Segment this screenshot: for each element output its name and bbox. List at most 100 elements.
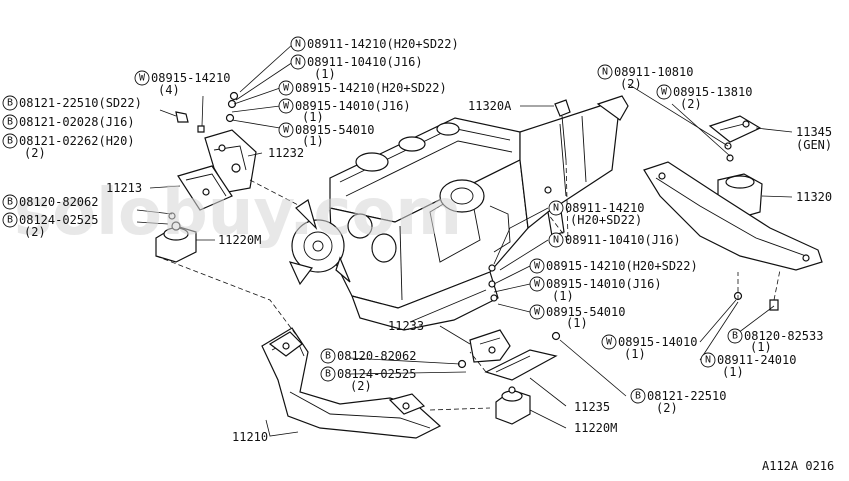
callout-08121-02028-j16: 08121-02028(J16) [19,115,135,129]
badge-c5: W [278,98,294,114]
svg-text:N: N [295,57,301,68]
watermark-text: solobuy.com [14,176,462,250]
callout-08120-82062-lower: 08120-82062 [337,349,416,363]
badge-c1: N [290,36,306,52]
callout-08120-82062: 08120-82062 [19,195,98,209]
callout-qty: (1) [722,365,744,379]
badge-c21: N [548,232,564,248]
badge-c32: B [630,388,646,404]
svg-text:B: B [325,369,331,380]
callout-08121-02262-h20: 08121-02262(H20) [19,134,135,148]
callout-08911-14210: 08911-14210 [565,201,644,215]
callout-qty: (1) [314,67,336,81]
callout-11345: 11345 [796,125,832,139]
svg-text:W: W [534,279,541,290]
badge-c8: B [2,114,18,130]
svg-text:W: W [534,261,541,272]
svg-text:N: N [553,235,559,246]
callout-11210: 11210 [232,430,268,444]
callout-11320a: 11320A [468,99,512,113]
callout-qty: (2) [656,401,678,415]
badge-c16: N [597,64,613,80]
svg-text:B: B [635,391,641,402]
center-hardware [457,186,561,369]
svg-text:W: W [139,73,146,84]
callout-08915-14010-j16: 08915-14010(J16) [295,99,411,113]
callout-qty: (1) [302,110,324,124]
badge-c17: W [656,84,672,100]
svg-text:W: W [283,125,290,136]
callout-08121-22510: 08121-22510 [647,389,726,403]
callout-11220m-lower: 11220M [574,421,617,435]
rear-hardware [724,142,779,311]
diagram-code: A112A 0216 [762,459,834,473]
svg-text:N: N [295,39,301,50]
svg-text:B: B [7,117,13,128]
callout-08915-14210: 08915-14210 [151,71,230,85]
badge-c12: B [2,194,18,210]
left-hardware [168,91,239,220]
left-mount-bracket-11232 [204,129,257,193]
badge-c13: B [2,212,18,228]
callout-11320: 11320 [796,190,832,204]
badge-c22: W [529,258,545,274]
badge-c7: B [2,95,18,111]
front-crossmember-11210 [261,327,442,439]
callout-08915-14010: 08915-14010 [618,335,697,349]
center-bracket-11233 [469,329,511,363]
badge-c20: N [548,200,564,216]
leader-lines [136,43,793,437]
svg-text:B: B [7,136,13,147]
callout-08911-10410-j16: 08911-10410(J16) [307,55,423,69]
callout-08120-82533: 08120-82533 [744,329,823,343]
callout-gen: (GEN) [796,138,832,152]
callout-08911-14210-h20-sd22: 08911-14210(H20+SD22) [307,37,459,51]
callout-h20-sd22: (H20+SD22) [570,213,642,227]
callout-08124-02525: 08124-02525 [19,213,98,227]
rear-crossmember [643,161,823,271]
callout-qty: (2) [620,77,642,91]
left-mount-plate-11213 [177,165,233,211]
badge-c30: B [320,366,336,382]
engine-assembly [288,95,629,331]
badge-c27: N [700,352,716,368]
callout-08915-14210-h20-sd22-center: 08915-14210(H20+SD22) [546,259,698,273]
svg-text:W: W [661,87,668,98]
badge-c24: W [529,304,545,320]
badge-c29: B [320,348,336,364]
callout-11220m-left: 11220M [218,233,261,247]
callout-08915-14010-j16-center: 08915-14010(J16) [546,277,662,291]
badge-c25: W [601,334,617,350]
callout-11213: 11213 [106,181,142,195]
callout-08121-22510-sd22: 08121-22510(SD22) [19,96,142,110]
callout-08911-10410-j16-center: 08911-10410(J16) [565,233,681,247]
callout-qty: (1) [552,289,574,303]
callout-08915-13810: 08915-13810 [673,85,752,99]
callout-qty: (2) [24,225,46,239]
badge-c23: W [529,276,545,292]
svg-text:W: W [283,83,290,94]
badge-c26: B [727,328,743,344]
svg-text:B: B [7,197,13,208]
callout-qty: (1) [302,134,324,148]
callout-qty: (2) [680,97,702,111]
callout-qty: (2) [350,379,372,393]
callout-qty: (4) [158,83,180,97]
svg-text:W: W [606,337,613,348]
center-plate-11235 [484,349,558,381]
svg-text:W: W [534,307,541,318]
callout-qty: (1) [750,340,772,354]
svg-text:W: W [283,101,290,112]
center-insulator-11220m [495,386,531,425]
callout-qty: (1) [624,347,646,361]
badge-c9: B [2,133,18,149]
callout-08915-54010: 08915-54010 [295,123,374,137]
callout-qty: (2) [24,146,46,160]
callout-08915-54010-center: 08915-54010 [546,305,625,319]
callout-11235: 11235 [574,400,610,414]
svg-text:N: N [553,203,559,214]
callout-11232: 11232 [268,146,304,160]
svg-text:B: B [7,215,13,226]
